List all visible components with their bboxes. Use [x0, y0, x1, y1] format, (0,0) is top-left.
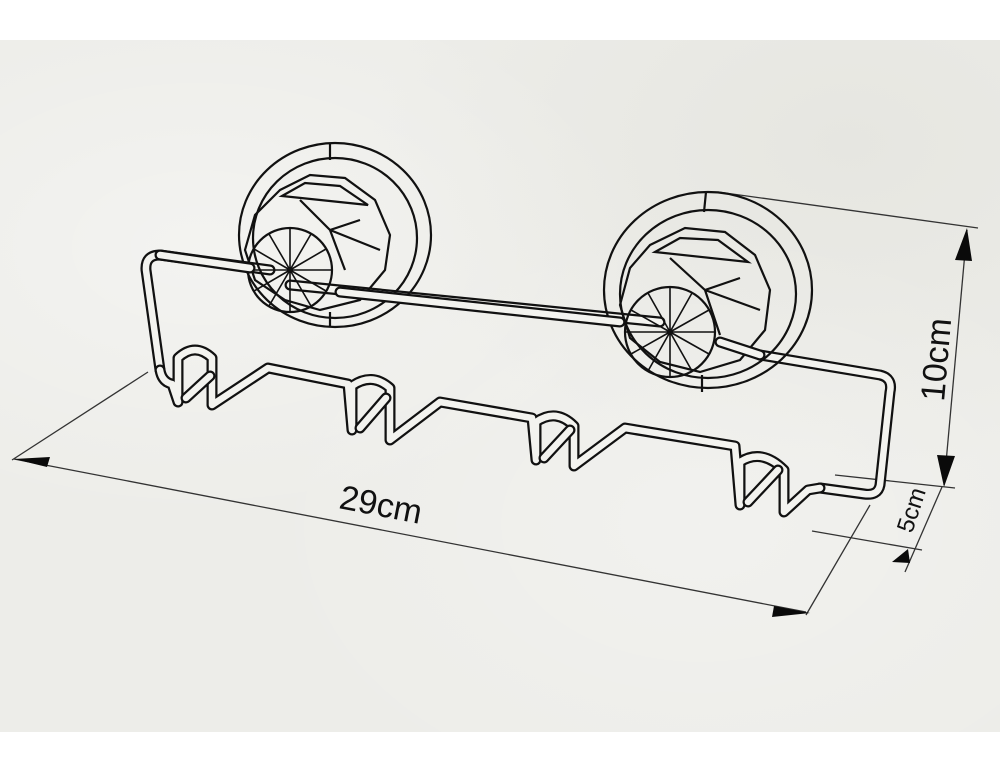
- arrow-left-icon: [14, 457, 50, 467]
- hook-1: [180, 370, 216, 404]
- knob-face-right: [625, 287, 715, 377]
- height-dimension: 10cm: [717, 191, 979, 489]
- height-label: 10cm: [914, 317, 959, 403]
- knob-face-left: [248, 228, 332, 312]
- wire-frame: [140, 249, 896, 518]
- hook-4: [742, 464, 784, 508]
- arrow-up-icon: [955, 228, 972, 261]
- arrow-down-icon: [937, 455, 955, 487]
- depth-label: 5cm: [892, 484, 932, 535]
- rail-connectors: [154, 249, 766, 361]
- suction-cup-right: [602, 190, 814, 392]
- hook-3: [538, 424, 576, 464]
- arrow-up-small-icon: [892, 549, 910, 563]
- arrow-right-icon: [772, 606, 810, 617]
- hook-2: [354, 392, 392, 434]
- paper-background: [0, 40, 1000, 732]
